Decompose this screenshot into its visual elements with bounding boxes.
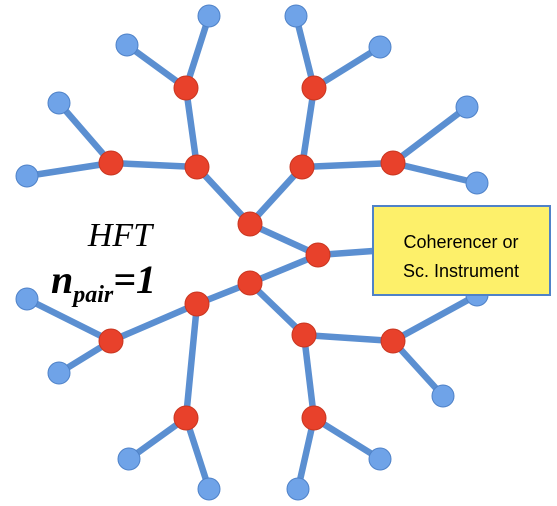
edge-u-uA <box>193 163 254 228</box>
edge-uA2-l3 <box>55 99 115 167</box>
internal-node-u <box>237 211 263 237</box>
edge-u-uB <box>246 163 306 228</box>
callout-rect <box>372 205 551 296</box>
internal-node-d <box>237 270 263 296</box>
edge-dB1-l13 <box>389 291 481 345</box>
edge-uB1-l6 <box>310 43 384 92</box>
internal-node-dB2 <box>301 405 327 431</box>
edge-uA-uA1 <box>182 84 201 171</box>
edge-dA-dA2 <box>182 300 201 422</box>
edge-dA-dA1 <box>107 300 201 345</box>
callout-line-2: Sc. Instrument <box>403 261 519 281</box>
edge-uB-uB1 <box>298 84 318 171</box>
edge-dB-dB1 <box>300 331 397 345</box>
leaf-node-l1 <box>197 4 221 28</box>
edge-uA-uA2 <box>107 159 201 171</box>
edge-uB-uB2 <box>298 159 397 171</box>
leaf-node-l12 <box>197 477 221 501</box>
leaf-node-l10 <box>47 361 71 385</box>
edge-uA2-l4 <box>23 159 115 180</box>
internal-node-uA <box>184 154 210 180</box>
edge-uA1-l1 <box>182 12 213 92</box>
formula-subscript: pair <box>71 282 114 308</box>
edge-uB2-l8 <box>389 159 481 187</box>
callout-line-1: Coherencer or <box>403 232 518 252</box>
edge-dB2-l15 <box>310 414 384 463</box>
internal-node-dA2 <box>173 405 199 431</box>
leaf-node-l7 <box>455 95 479 119</box>
formula: npair=1 <box>51 257 156 308</box>
internal-node-uA2 <box>98 150 124 176</box>
callout-box: Coherencer or Sc. Instrument <box>372 205 551 296</box>
leaf-node-l9 <box>15 287 39 311</box>
internal-node-dA1 <box>98 328 124 354</box>
edge-uB2-l7 <box>389 103 471 167</box>
internal-node-uB2 <box>380 150 406 176</box>
formula-equals: =1 <box>113 257 156 302</box>
leaf-node-l2 <box>115 33 139 57</box>
nodes <box>15 4 489 501</box>
internal-node-dB <box>291 322 317 348</box>
internal-node-root <box>305 242 331 268</box>
leaf-node-l3 <box>47 91 71 115</box>
formula-symbol: n <box>51 257 73 302</box>
leaf-node-l4 <box>15 164 39 188</box>
leaf-node-l5 <box>284 4 308 28</box>
edge-dA1-l9 <box>23 295 115 345</box>
diagram-title: HFT <box>87 217 154 254</box>
leaf-node-l14 <box>431 384 455 408</box>
internal-node-dA <box>184 291 210 317</box>
leaf-node-l6 <box>368 35 392 59</box>
internal-node-uB1 <box>301 75 327 101</box>
leaf-node-l15 <box>368 447 392 471</box>
leaf-node-l16 <box>286 477 310 501</box>
edge-dB-dB2 <box>300 331 318 422</box>
internal-node-dB1 <box>380 328 406 354</box>
leaf-node-l11 <box>117 447 141 471</box>
leaf-node-l8 <box>465 171 489 195</box>
internal-node-uA1 <box>173 75 199 101</box>
internal-node-uB <box>289 154 315 180</box>
